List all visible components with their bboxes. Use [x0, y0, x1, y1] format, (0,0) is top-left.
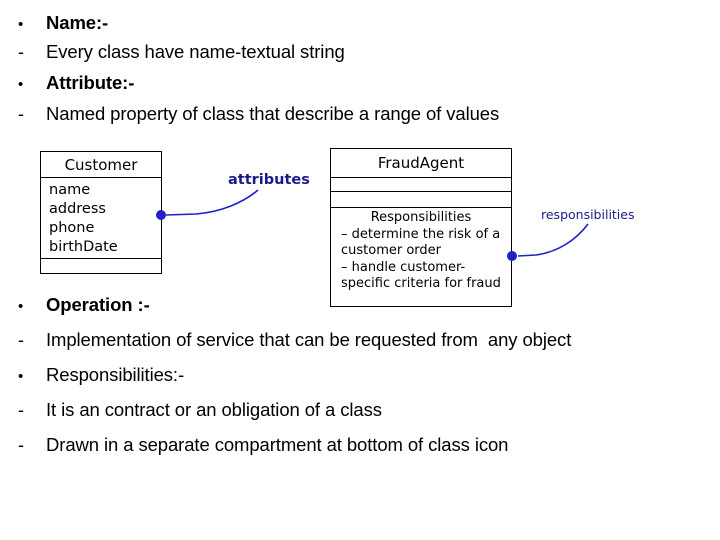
- bullet-marker: -: [18, 330, 24, 350]
- attribute-item: phone: [49, 220, 95, 236]
- list-item: - It is an contract or an obligation of …: [0, 399, 720, 436]
- list-item: - Drawn in a separate compartment at bot…: [0, 434, 720, 471]
- bullet-marker: •: [18, 368, 24, 385]
- attributes-leader-line: [165, 189, 259, 216]
- uml-class-box-customer: Customer name address phone birthDate: [40, 151, 162, 274]
- list-item: - Every class have name-textual string: [0, 41, 720, 74]
- bullet-marker: -: [18, 104, 24, 124]
- list-item: • Operation :-: [0, 294, 720, 331]
- bullet-marker: •: [18, 76, 24, 93]
- class-operations-compartment: [331, 192, 511, 208]
- bullet-text: Every class have name-textual string: [46, 41, 345, 62]
- annotation-label-responsibilities: responsibilities: [541, 207, 635, 222]
- class-responsibilities-compartment: Responsibilities – determine the risk of…: [331, 208, 511, 305]
- list-item: - Named property of class that describe …: [0, 103, 720, 136]
- bullet-marker: -: [18, 400, 24, 420]
- class-name-label: Customer: [64, 156, 138, 174]
- bullet-marker: -: [18, 435, 24, 455]
- responsibility-item: – handle customer-specific criteria for …: [341, 259, 501, 292]
- top-bullet-list: • Name:- - Every class have name-textual…: [0, 12, 720, 136]
- responsibilities-title: Responsibilities: [370, 210, 472, 225]
- bullet-marker: •: [18, 298, 24, 315]
- attribute-item: birthDate: [49, 239, 118, 255]
- class-name-compartment: Customer: [41, 152, 161, 178]
- list-item: • Name:-: [0, 12, 720, 43]
- bullet-text: Implementation of service that can be re…: [46, 329, 572, 350]
- attribute-item: name: [49, 182, 91, 198]
- attribute-item: address: [49, 201, 106, 217]
- class-name-compartment: FraudAgent: [331, 149, 511, 178]
- annotation-label-attributes: attributes: [228, 172, 310, 188]
- bullet-text: Named property of class that describe a …: [46, 103, 500, 124]
- bullet-text: Operation :-: [46, 294, 150, 315]
- bullet-text: Drawn in a separate compartment at botto…: [46, 434, 509, 455]
- list-item: - Implementation of service that can be …: [0, 329, 720, 366]
- responsibilities-leader-line: [517, 223, 589, 257]
- class-operations-compartment: [41, 259, 161, 273]
- class-attributes-compartment: [331, 178, 511, 192]
- class-attributes-compartment: name address phone birthDate: [41, 178, 161, 259]
- class-name-label: FraudAgent: [377, 154, 465, 172]
- uml-class-box-fraudagent: FraudAgent Responsibilities – determine …: [330, 148, 512, 307]
- responsibility-item: – determine the risk of a customer order: [341, 226, 505, 259]
- bottom-bullet-list: • Operation :- - Implementation of servi…: [0, 294, 720, 471]
- bullet-text: Attribute:-: [46, 72, 135, 93]
- bullet-marker: -: [18, 42, 24, 62]
- bullet-marker: •: [18, 16, 24, 33]
- list-item: • Attribute:-: [0, 72, 720, 105]
- bullet-text: It is an contract or an obligation of a …: [46, 399, 382, 420]
- bullet-text: Name:-: [46, 12, 109, 33]
- bullet-text: Responsibilities:-: [46, 364, 185, 385]
- list-item: • Responsibilities:-: [0, 364, 720, 401]
